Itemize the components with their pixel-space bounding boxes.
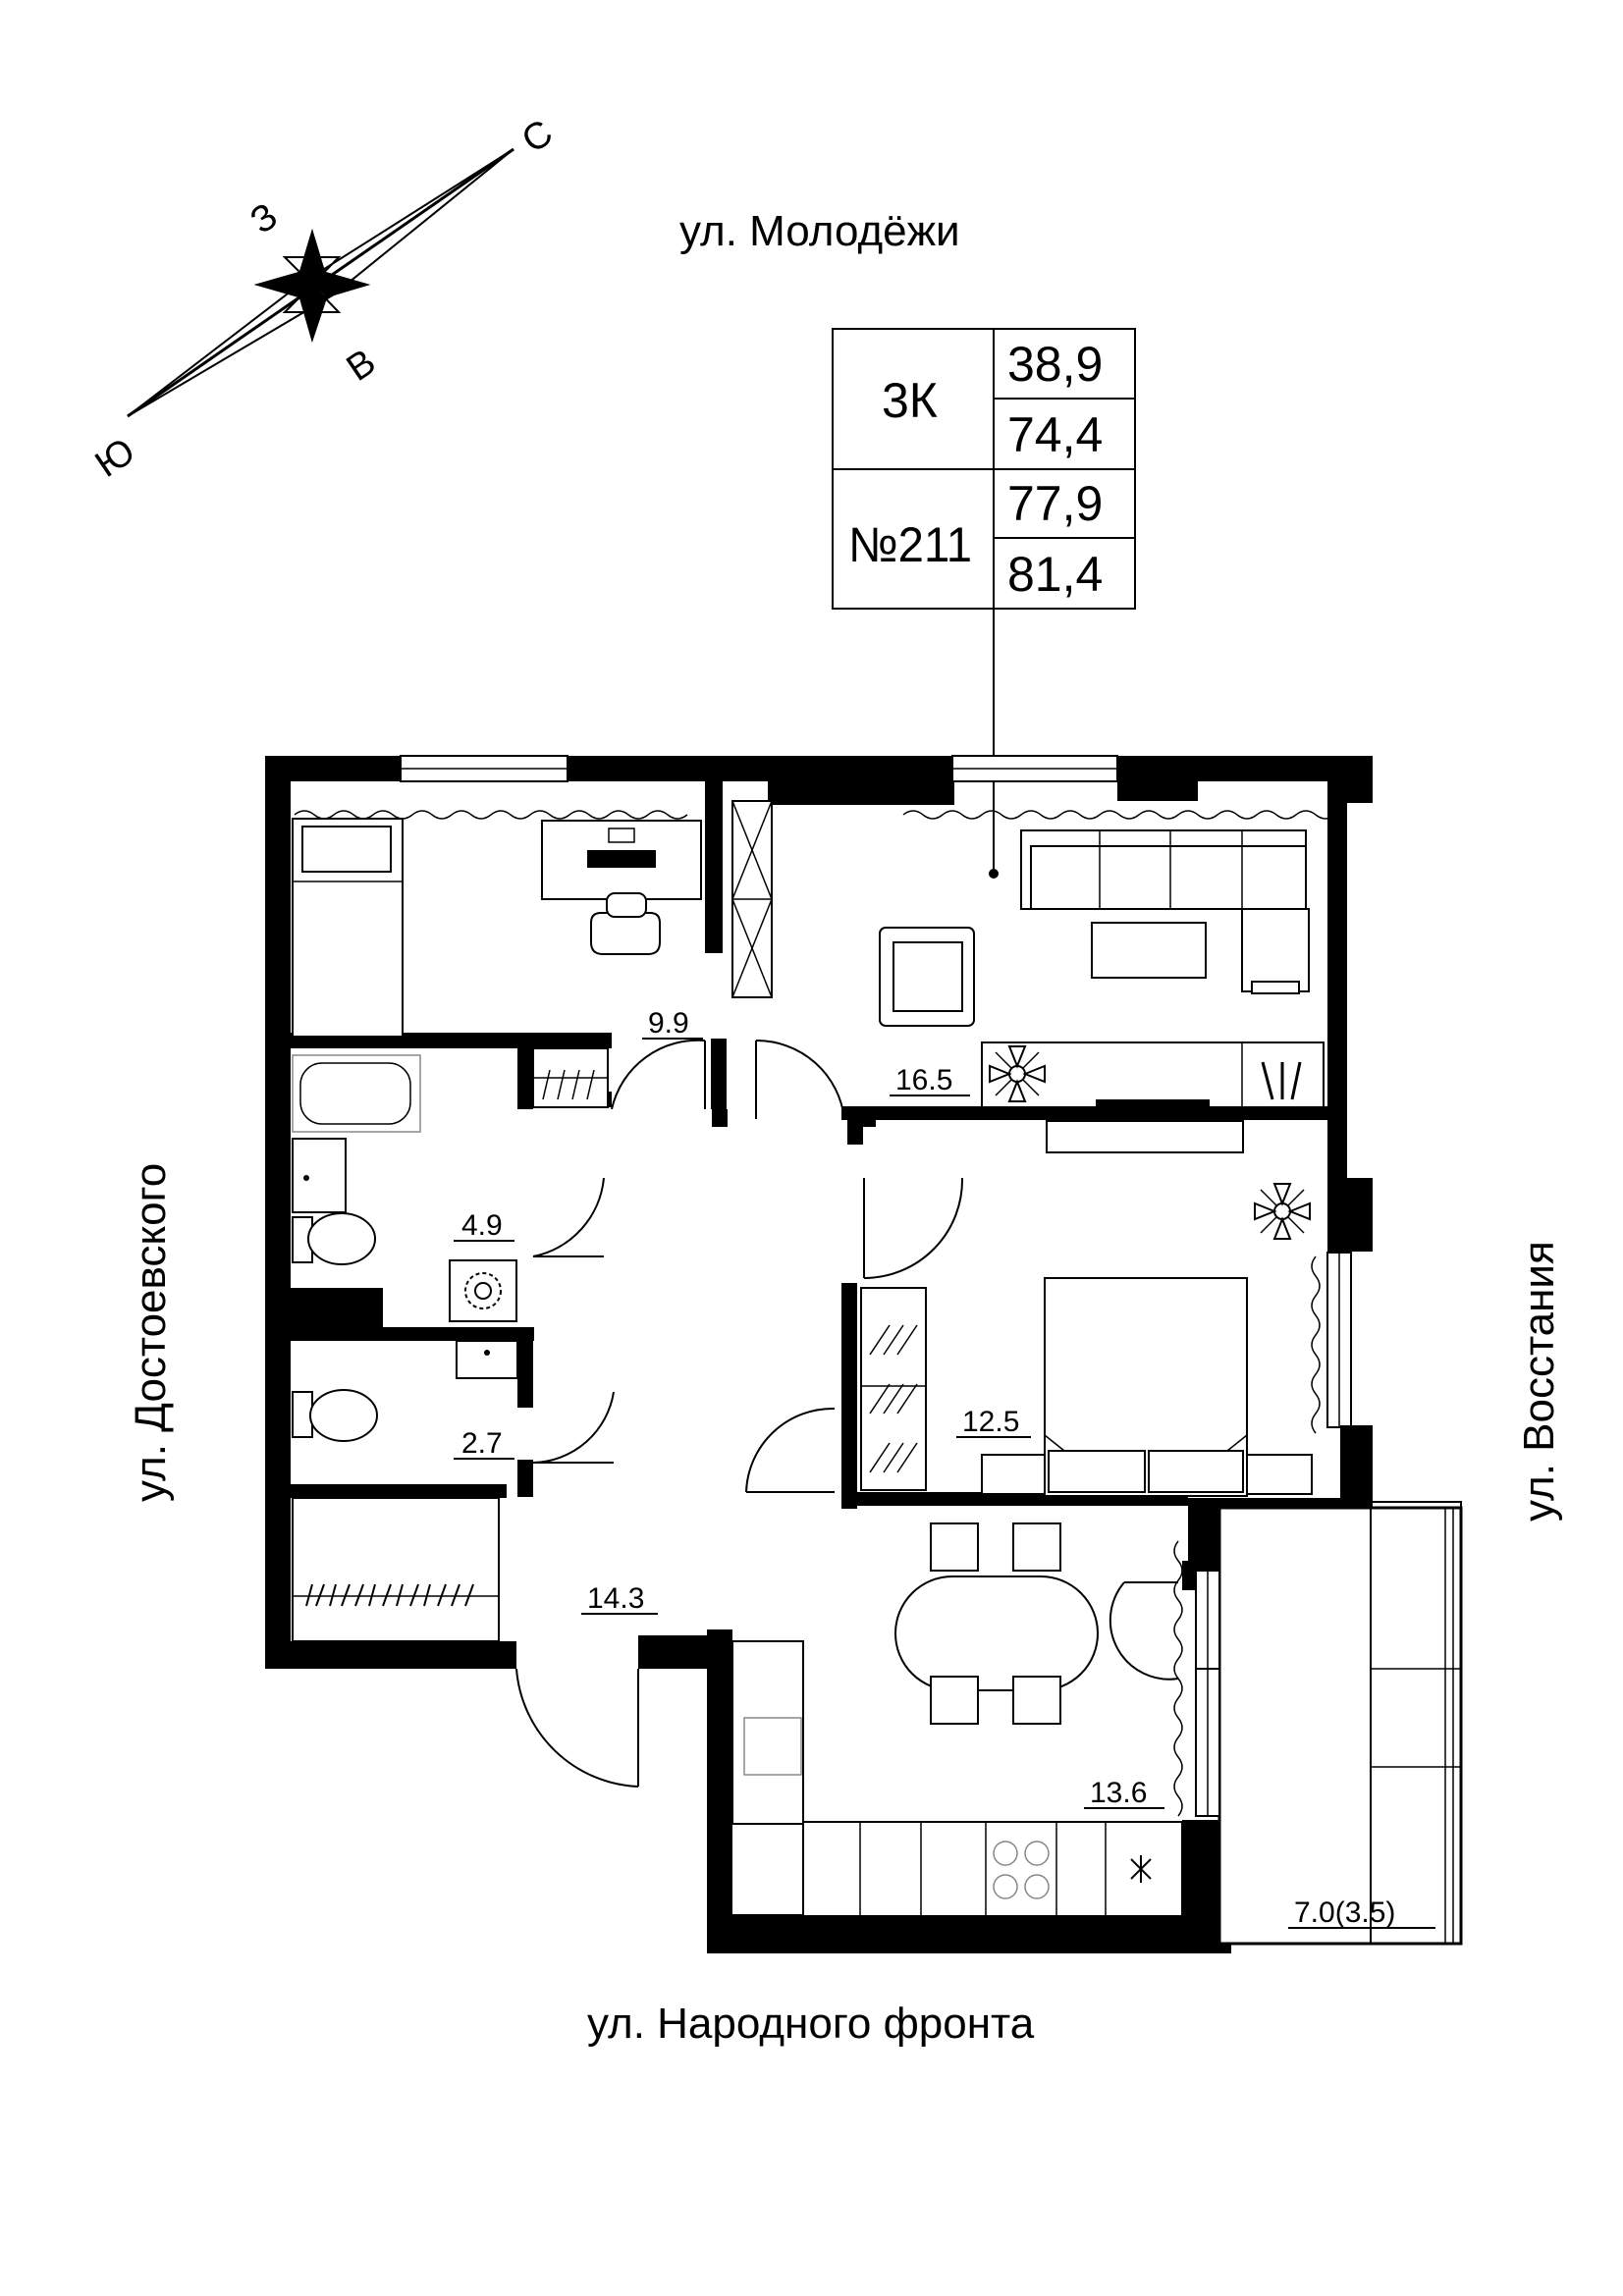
- room-area-living-room: 16.5: [895, 1064, 952, 1096]
- compass-rose-icon: [127, 147, 514, 418]
- room-area-hall: 14.3: [587, 1582, 644, 1615]
- room-area-bedroom-small: 9.9: [648, 1007, 689, 1040]
- street-east: ул. Восстания: [1515, 1241, 1563, 1522]
- area-living: 38,9: [1007, 337, 1103, 392]
- street-north: ул. Молодёжи: [679, 207, 960, 255]
- room-area-balcony: 7.0(3.5): [1294, 1896, 1395, 1929]
- room-area-wc: 2.7: [461, 1427, 503, 1460]
- plant-icon: [1254, 1183, 1311, 1240]
- room-labels: 9.9 16.5 4.9 2.7 12.5 14.3 13.6 7.0(3.5): [454, 1007, 1435, 1929]
- walls: [265, 756, 1373, 1953]
- plant-icon: [989, 1045, 1046, 1102]
- windows: [294, 755, 1336, 1817]
- doors: [515, 1039, 1179, 1788]
- street-south: ул. Народного фронта: [587, 2000, 1035, 2048]
- compass-east-label: В: [340, 342, 384, 390]
- compass-west-label: З: [243, 195, 286, 242]
- room-area-kitchen: 13.6: [1090, 1777, 1147, 1809]
- area-total: 74,4: [1007, 407, 1103, 462]
- apartment-number: №211: [848, 517, 972, 572]
- compass-north-label: С: [514, 112, 560, 161]
- apartment-info-table: 3К №211 38,9 74,4 77,9 81,4: [832, 328, 1136, 879]
- balcony: [1195, 1501, 1463, 1946]
- apartment-type: 3К: [882, 373, 938, 428]
- area-with-balcony-reduced: 77,9: [1007, 476, 1103, 531]
- room-area-bedroom: 12.5: [962, 1406, 1019, 1438]
- street-west: ул. Достоевского: [127, 1163, 175, 1502]
- room-area-bathroom: 4.9: [461, 1209, 503, 1242]
- furniture: [292, 800, 1325, 1917]
- area-with-balcony: 81,4: [1007, 547, 1103, 602]
- compass-south-label: Ю: [88, 431, 142, 486]
